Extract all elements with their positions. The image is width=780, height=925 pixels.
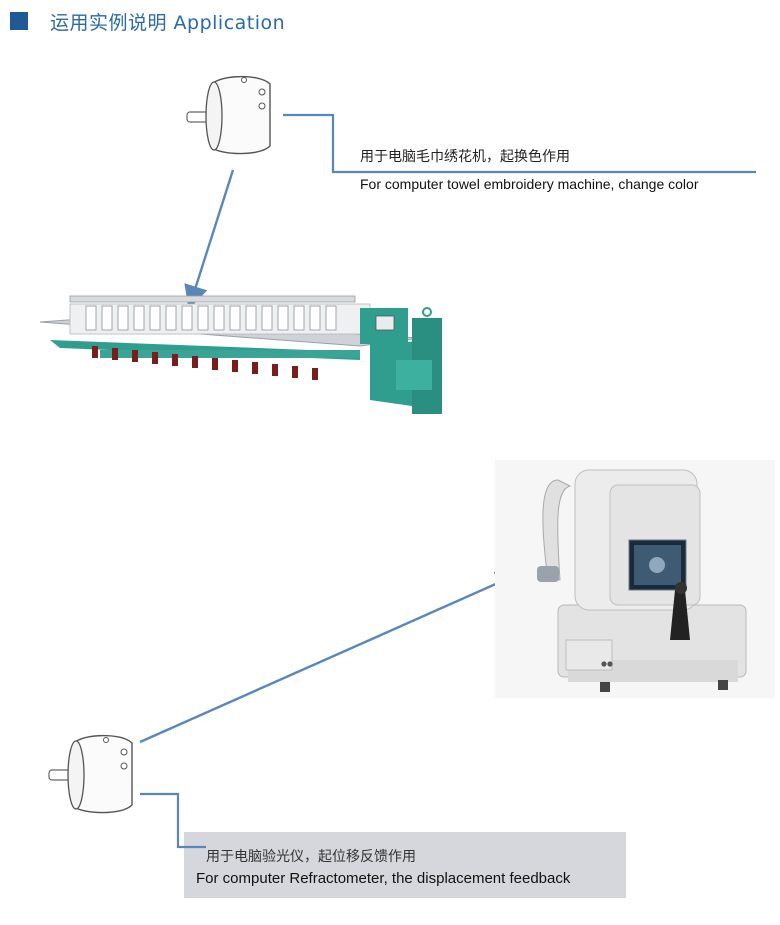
application2-caption-cn: 用于电脑验光仪，起位移反馈作用 — [206, 849, 416, 865]
application1-caption-cn: 用于电脑毛巾绣花机，起换色作用 — [360, 149, 570, 165]
connector-line-1 — [283, 113, 756, 174]
header-square-icon — [10, 12, 28, 30]
refractometer-image — [495, 460, 775, 698]
page-title: 运用实例说明 Application — [50, 12, 286, 34]
embroidery-machine-image — [39, 295, 442, 414]
encoder-image-2 — [48, 734, 133, 814]
application1-caption-en: For computer towel embroidery machine, c… — [360, 176, 699, 192]
application2-caption-en: For computer Refractometer, the displace… — [196, 870, 571, 887]
arrow-1 — [184, 169, 235, 310]
encoder-image-1 — [186, 75, 271, 155]
arrow-2 — [139, 571, 521, 744]
connector-line-2 — [140, 792, 206, 849]
caption-box-2 — [184, 832, 626, 898]
